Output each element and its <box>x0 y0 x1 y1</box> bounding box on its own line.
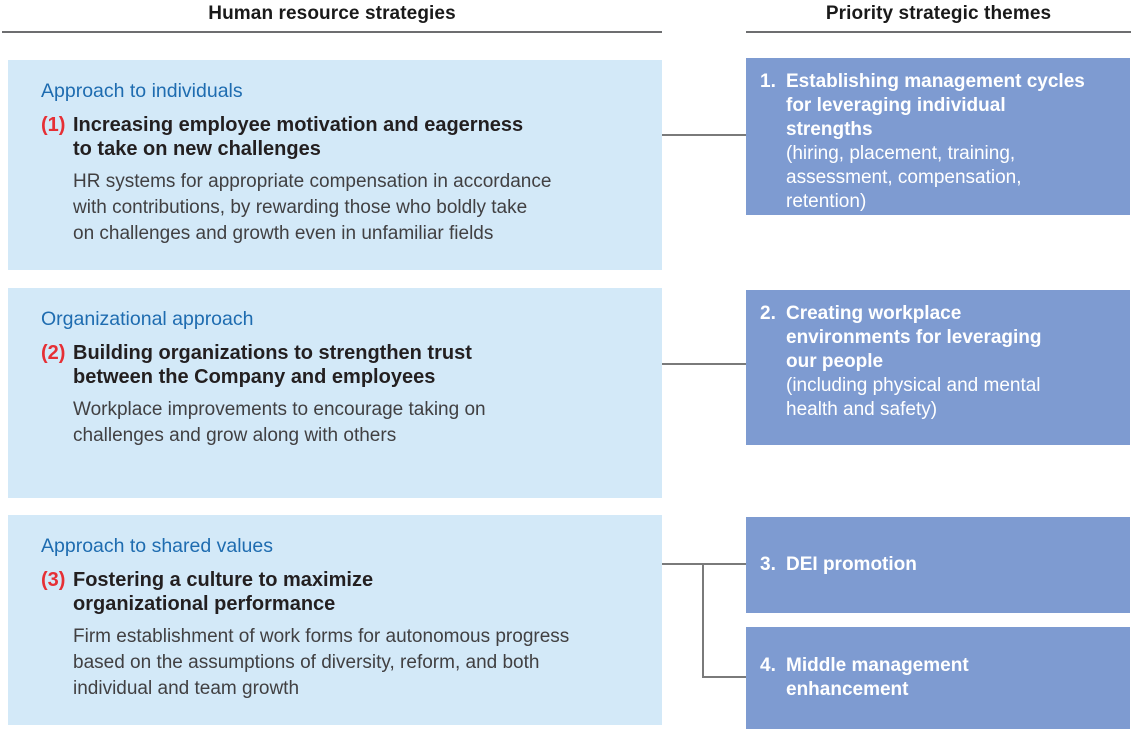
strategy-category: Approach to individuals <box>41 80 243 102</box>
theme-subtitle: (hiring, placement, training, assessment… <box>786 143 1022 212</box>
theme-text: Establishing management cycles for lever… <box>786 70 1085 214</box>
strategy-description: Workplace improvements to encourage taki… <box>73 399 486 446</box>
left-column-header: Human resource strategies <box>208 3 456 24</box>
theme-box-dei-promotion: 3. DEI promotion <box>746 517 1130 613</box>
strategy-description: Firm establishment of work forms for aut… <box>73 626 570 699</box>
theme-title: Middle management enhancement <box>786 655 969 700</box>
theme-number: 1. <box>760 71 776 92</box>
strategy-box-shared-values: Approach to shared values (3) Fostering … <box>8 515 662 725</box>
connector-strategy2-theme2 <box>662 363 746 365</box>
theme-number: 2. <box>760 303 776 324</box>
theme-text: 4. Middle management enhancement <box>760 654 969 702</box>
strategy-title-row: (1) Increasing employee motivation and e… <box>41 113 650 161</box>
strategy-title-row: (3) Fostering a culture to maximize orga… <box>41 568 650 616</box>
theme-number: 4. <box>760 655 776 676</box>
connector-strategy1-theme1 <box>662 134 746 136</box>
theme-title: DEI promotion <box>786 554 917 575</box>
strategy-category: Approach to shared values <box>41 535 273 557</box>
theme-subtitle: (including physical and mental health an… <box>786 375 1041 420</box>
strategy-title: Fostering a culture to maximize organiza… <box>73 569 374 615</box>
theme-box-workplace-environments: 2. Creating workplace environments for l… <box>746 290 1130 445</box>
connector-branch-vertical <box>702 563 704 678</box>
strategy-category: Organizational approach <box>41 308 254 330</box>
strategy-box-individuals: Approach to individuals (1) Increasing e… <box>8 60 662 270</box>
right-header-rule <box>746 31 1131 33</box>
theme-box-middle-management: 4. Middle management enhancement <box>746 627 1130 729</box>
theme-text: Creating workplace environments for leve… <box>786 302 1042 422</box>
connector-strategy3-theme4 <box>702 676 746 678</box>
strategy-number: (3) <box>41 569 66 591</box>
theme-title: Creating workplace environments for leve… <box>786 303 1042 372</box>
strategy-number: (2) <box>41 342 66 364</box>
theme-number: 3. <box>760 554 776 575</box>
strategy-title-row: (2) Building organizations to strengthen… <box>41 341 650 389</box>
strategy-title: Building organizations to strengthen tru… <box>73 342 472 388</box>
strategy-title: Increasing employee motivation and eager… <box>73 114 524 160</box>
strategy-number: (1) <box>41 114 66 136</box>
right-column-header: Priority strategic themes <box>825 3 1052 24</box>
strategy-description: HR systems for appropriate compensation … <box>73 171 552 244</box>
theme-text: 3. DEI promotion <box>760 553 917 577</box>
theme-box-management-cycles: 1. Establishing management cycles for le… <box>746 58 1130 215</box>
left-header-rule <box>2 31 662 33</box>
strategy-box-organizational: Organizational approach (2) Building org… <box>8 288 662 498</box>
theme-title: Establishing management cycles for lever… <box>786 71 1085 140</box>
connector-strategy3-theme3 <box>662 563 746 565</box>
